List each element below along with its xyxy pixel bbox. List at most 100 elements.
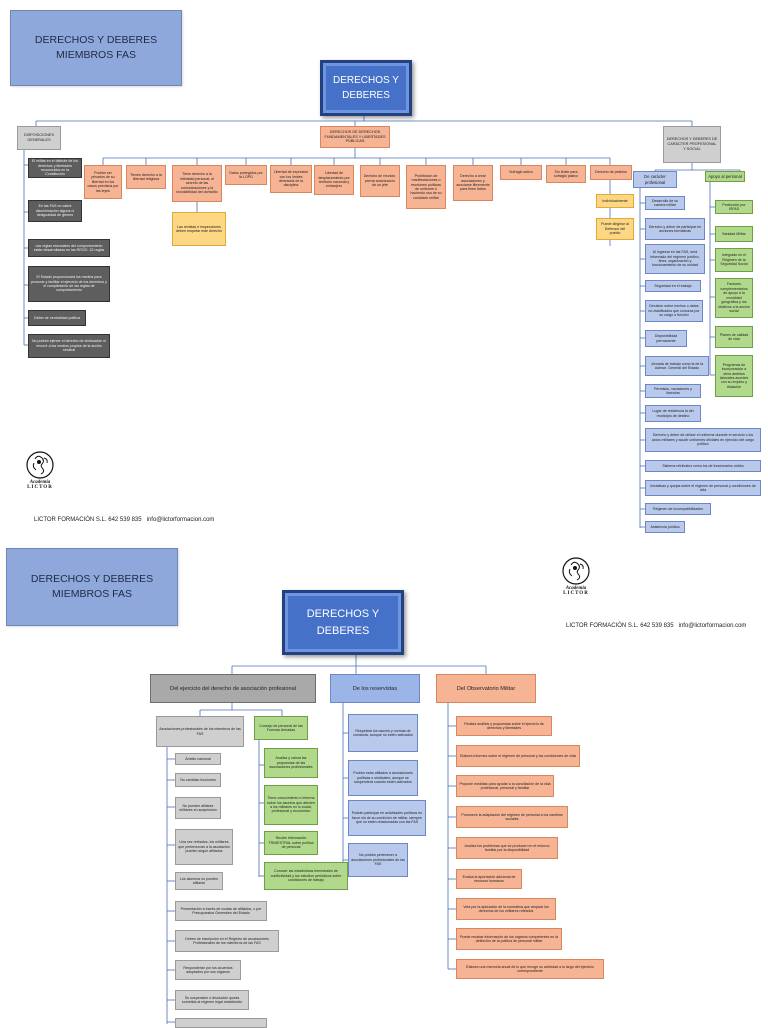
top-footer-email[interactable]: info@lictorformacion.com <box>146 517 215 523</box>
professional-item: Permisos, vacaciones y licencias <box>645 384 701 398</box>
fundamental-item: Sin límite para sufragio pasivo <box>546 165 586 183</box>
reservist-item: Podrán participar en actividades polític… <box>348 800 426 836</box>
bottom-footer: LICTOR FORMACIÓN S.L. 642 539 835 info@l… <box>566 623 746 629</box>
bottom-footer-company: LICTOR FORMACIÓN S.L. 642 539 835 <box>566 623 674 629</box>
support-item: Planes de calidad de vida <box>715 326 753 348</box>
fundamental-item: Sufragio activo <box>500 165 542 180</box>
support-item: Factores complementarios de apoyo a la m… <box>715 278 753 318</box>
top-title-line2: MIEMBROS FAS <box>56 49 136 61</box>
general-item: El Estado proporcionará los medios para … <box>28 266 110 302</box>
fundamental-item: Prohibición de manifestaciones o reunion… <box>406 165 446 209</box>
assoc-item: No pueden afiliarse militares en suspens… <box>175 797 221 819</box>
privacy-note: Las revistas e inspecciones deben respet… <box>172 212 226 246</box>
fundamental-item: Libertad de desplazamiento por territori… <box>314 165 354 195</box>
bottom-branch-observatory: Del Observatorio Militar <box>436 674 536 703</box>
general-item: Las reglas esenciales del comportamiento… <box>28 239 110 257</box>
bottom-root-node: DERECHOS Y DEBERES <box>282 590 404 655</box>
bottom-title-line1: DERECHOS Y DEBERES <box>30 572 154 585</box>
council-item: Analiza y valora las propuestas de las a… <box>264 748 318 778</box>
professional-col1-head: De carácter profesional <box>633 171 677 188</box>
professional-item: Decisión sobre hechos o datos no clasifi… <box>645 300 703 322</box>
support-item: Integrado en el Régimen de la Seguridad … <box>715 248 753 272</box>
top-root-line2: DEBERES <box>342 90 390 101</box>
bottom-title-box: DERECHOS Y DEBERES MIEMBROS FAS <box>6 548 178 626</box>
fundamental-item: Derecho a crear asociaciones y asociarse… <box>453 165 493 201</box>
bottom-branch-association: Del ejercicio del derecho de asociación … <box>150 674 316 703</box>
general-item: No podrán ejercer el derecho de sindicac… <box>28 334 110 358</box>
professional-item: Régimen de incompatibilidades <box>645 503 711 515</box>
professional-item: Sistema retributivo como los de funciona… <box>645 460 761 472</box>
general-item: El militar en el disfrute de los derecho… <box>28 158 82 178</box>
assoc-head: Asociaciones profesionales de los miembr… <box>156 716 244 747</box>
fundamental-item: Tiene derecho a la intimidad personal, e… <box>172 165 222 202</box>
top-title-line1: DERECHOS Y DEBERES <box>34 33 158 46</box>
professional-item: Lugar de residencia la del municipio de … <box>645 405 701 422</box>
reservist-item: Respetará los cauces y normas de conduct… <box>348 714 418 752</box>
assoc-item: Deben de inscripción en el Registro de a… <box>175 930 279 952</box>
professional-item: Derecho y deber de participar en accione… <box>645 218 705 240</box>
top-root-line1: DERECHOS Y <box>333 75 399 86</box>
support-item: Sanidad Militar <box>715 226 753 242</box>
professional-item: Derecho y deber de utilizar el uniforme … <box>645 428 761 452</box>
top-footer-company: LICTOR FORMACIÓN S.L. 642 539 835 <box>34 517 142 523</box>
top-title-box: DERECHOS Y DEBERES MIEMBROS FAS <box>10 10 182 86</box>
assoc-item: Presentación a través de cuotas de afili… <box>175 901 267 921</box>
observatory-item: Promueve la adaptación del régimen de pe… <box>456 806 568 828</box>
professional-item: Disponibilidad permanente <box>645 330 687 347</box>
lictor-emblem-icon <box>26 451 54 479</box>
top-footer: LICTOR FORMACIÓN S.L. 642 539 835 info@l… <box>34 517 214 523</box>
bottom-logo-word1: Academia <box>565 586 587 591</box>
support-item: Programas de incorporación a otros ámbit… <box>715 355 753 397</box>
general-item: En las FAS no cabrá discriminación algun… <box>28 200 82 222</box>
observatory-item: Puede recabar información de los órganos… <box>456 928 562 950</box>
observatory-item: Realiza análisis y propuestas sobre el e… <box>456 716 552 736</box>
bottom-academy-logo: Academia LICTOR <box>548 556 604 600</box>
reservist-item: Podrán estar afiliados a asociaciones po… <box>348 760 418 796</box>
fundamental-item: Libertad de expresión con los límites de… <box>270 165 312 193</box>
observatory-item: Elabora informes sobre el régimen de per… <box>456 745 580 767</box>
bottom-footer-email[interactable]: info@lictorformacion.com <box>678 623 747 629</box>
support-item: Protección por ISFAS <box>715 200 753 214</box>
observatory-item: Evalúa la aportación adicional de recurs… <box>456 869 522 889</box>
professional-item: Iniciativas y quejas sobre el régimen de… <box>645 480 761 496</box>
observatory-item: Analiza los problemas que se producen en… <box>456 837 558 859</box>
bottom-root-line1: DERECHOS Y <box>306 608 380 620</box>
fundamental-item: Tienen derecho a la libertad religiosa <box>126 165 166 189</box>
bottom-branch-reservists: De los reservistas <box>330 674 420 703</box>
assoc-item: Una vez retirados, los militares que per… <box>175 829 233 865</box>
petition-item: Puede dirigirse al Defensor del pueblo <box>596 218 634 240</box>
top-logo-word1: Academia <box>29 480 51 485</box>
bottom-root-line2: DEBERES <box>316 624 370 637</box>
top-branch-general: DISPOSICIONES GENERALES <box>17 126 61 150</box>
general-item: Deber de neutralidad política <box>28 310 86 326</box>
assoc-item: Responderán por los acuerdos adoptados p… <box>175 960 241 980</box>
fundamental-item: Datos protegidos por la LOPD <box>225 165 267 185</box>
assoc-item: Los alumnos no pueden afiliarse <box>175 872 223 890</box>
professional-item: Asistencia jurídica <box>645 521 685 533</box>
reservist-item: No podrán pertenecer a asociaciones prof… <box>348 843 408 877</box>
assoc-item: Ámbito nacional <box>175 753 221 765</box>
fundamental-item: Podrán ser privados de su libertad en lo… <box>84 165 122 199</box>
top-academy-logo: Academia LICTOR <box>18 450 62 496</box>
assoc-item <box>175 1018 267 1028</box>
bottom-logo-word2: LICTOR <box>563 591 589 596</box>
petition-item: Individualmente <box>596 194 634 208</box>
observatory-item: Propone medidas para ayudar a la concili… <box>456 775 554 797</box>
bottom-title-line2: MIEMBROS FAS <box>52 588 132 600</box>
professional-item: Al ingresar en las FAS, será informado d… <box>645 244 705 274</box>
professional-item: Jornada de trabajo como la de la Admon. … <box>645 356 709 376</box>
assoc-item: No cambian funciones <box>175 773 221 787</box>
assoc-item: Su suspensión o disolución queda sometid… <box>175 990 249 1010</box>
professional-col2-head: Apoyo al personal <box>705 171 745 182</box>
top-root-node: DERECHOS Y DEBERES <box>320 60 412 116</box>
professional-item: Seguridad en el trabajo <box>645 280 701 292</box>
observatory-item: Elabora una memoria anual de lo que reco… <box>456 959 604 979</box>
council-item: Recibe información TRIMESTRAL sobre polí… <box>264 831 318 855</box>
council-item: Conocer las estadísticas trimestrales de… <box>264 862 348 890</box>
fundamental-item: Derecho de reunión, previa autorización … <box>360 165 400 197</box>
fundamental-item: Derecho de petición <box>590 165 632 180</box>
professional-item: Desarrollo de su carrera militar <box>645 196 685 210</box>
council-head: Consejo de personal de las Fuerzas Armad… <box>254 716 308 740</box>
council-item: Tiene conocimiento e informa sobre los a… <box>264 785 318 825</box>
top-logo-word2: LICTOR <box>27 485 53 490</box>
